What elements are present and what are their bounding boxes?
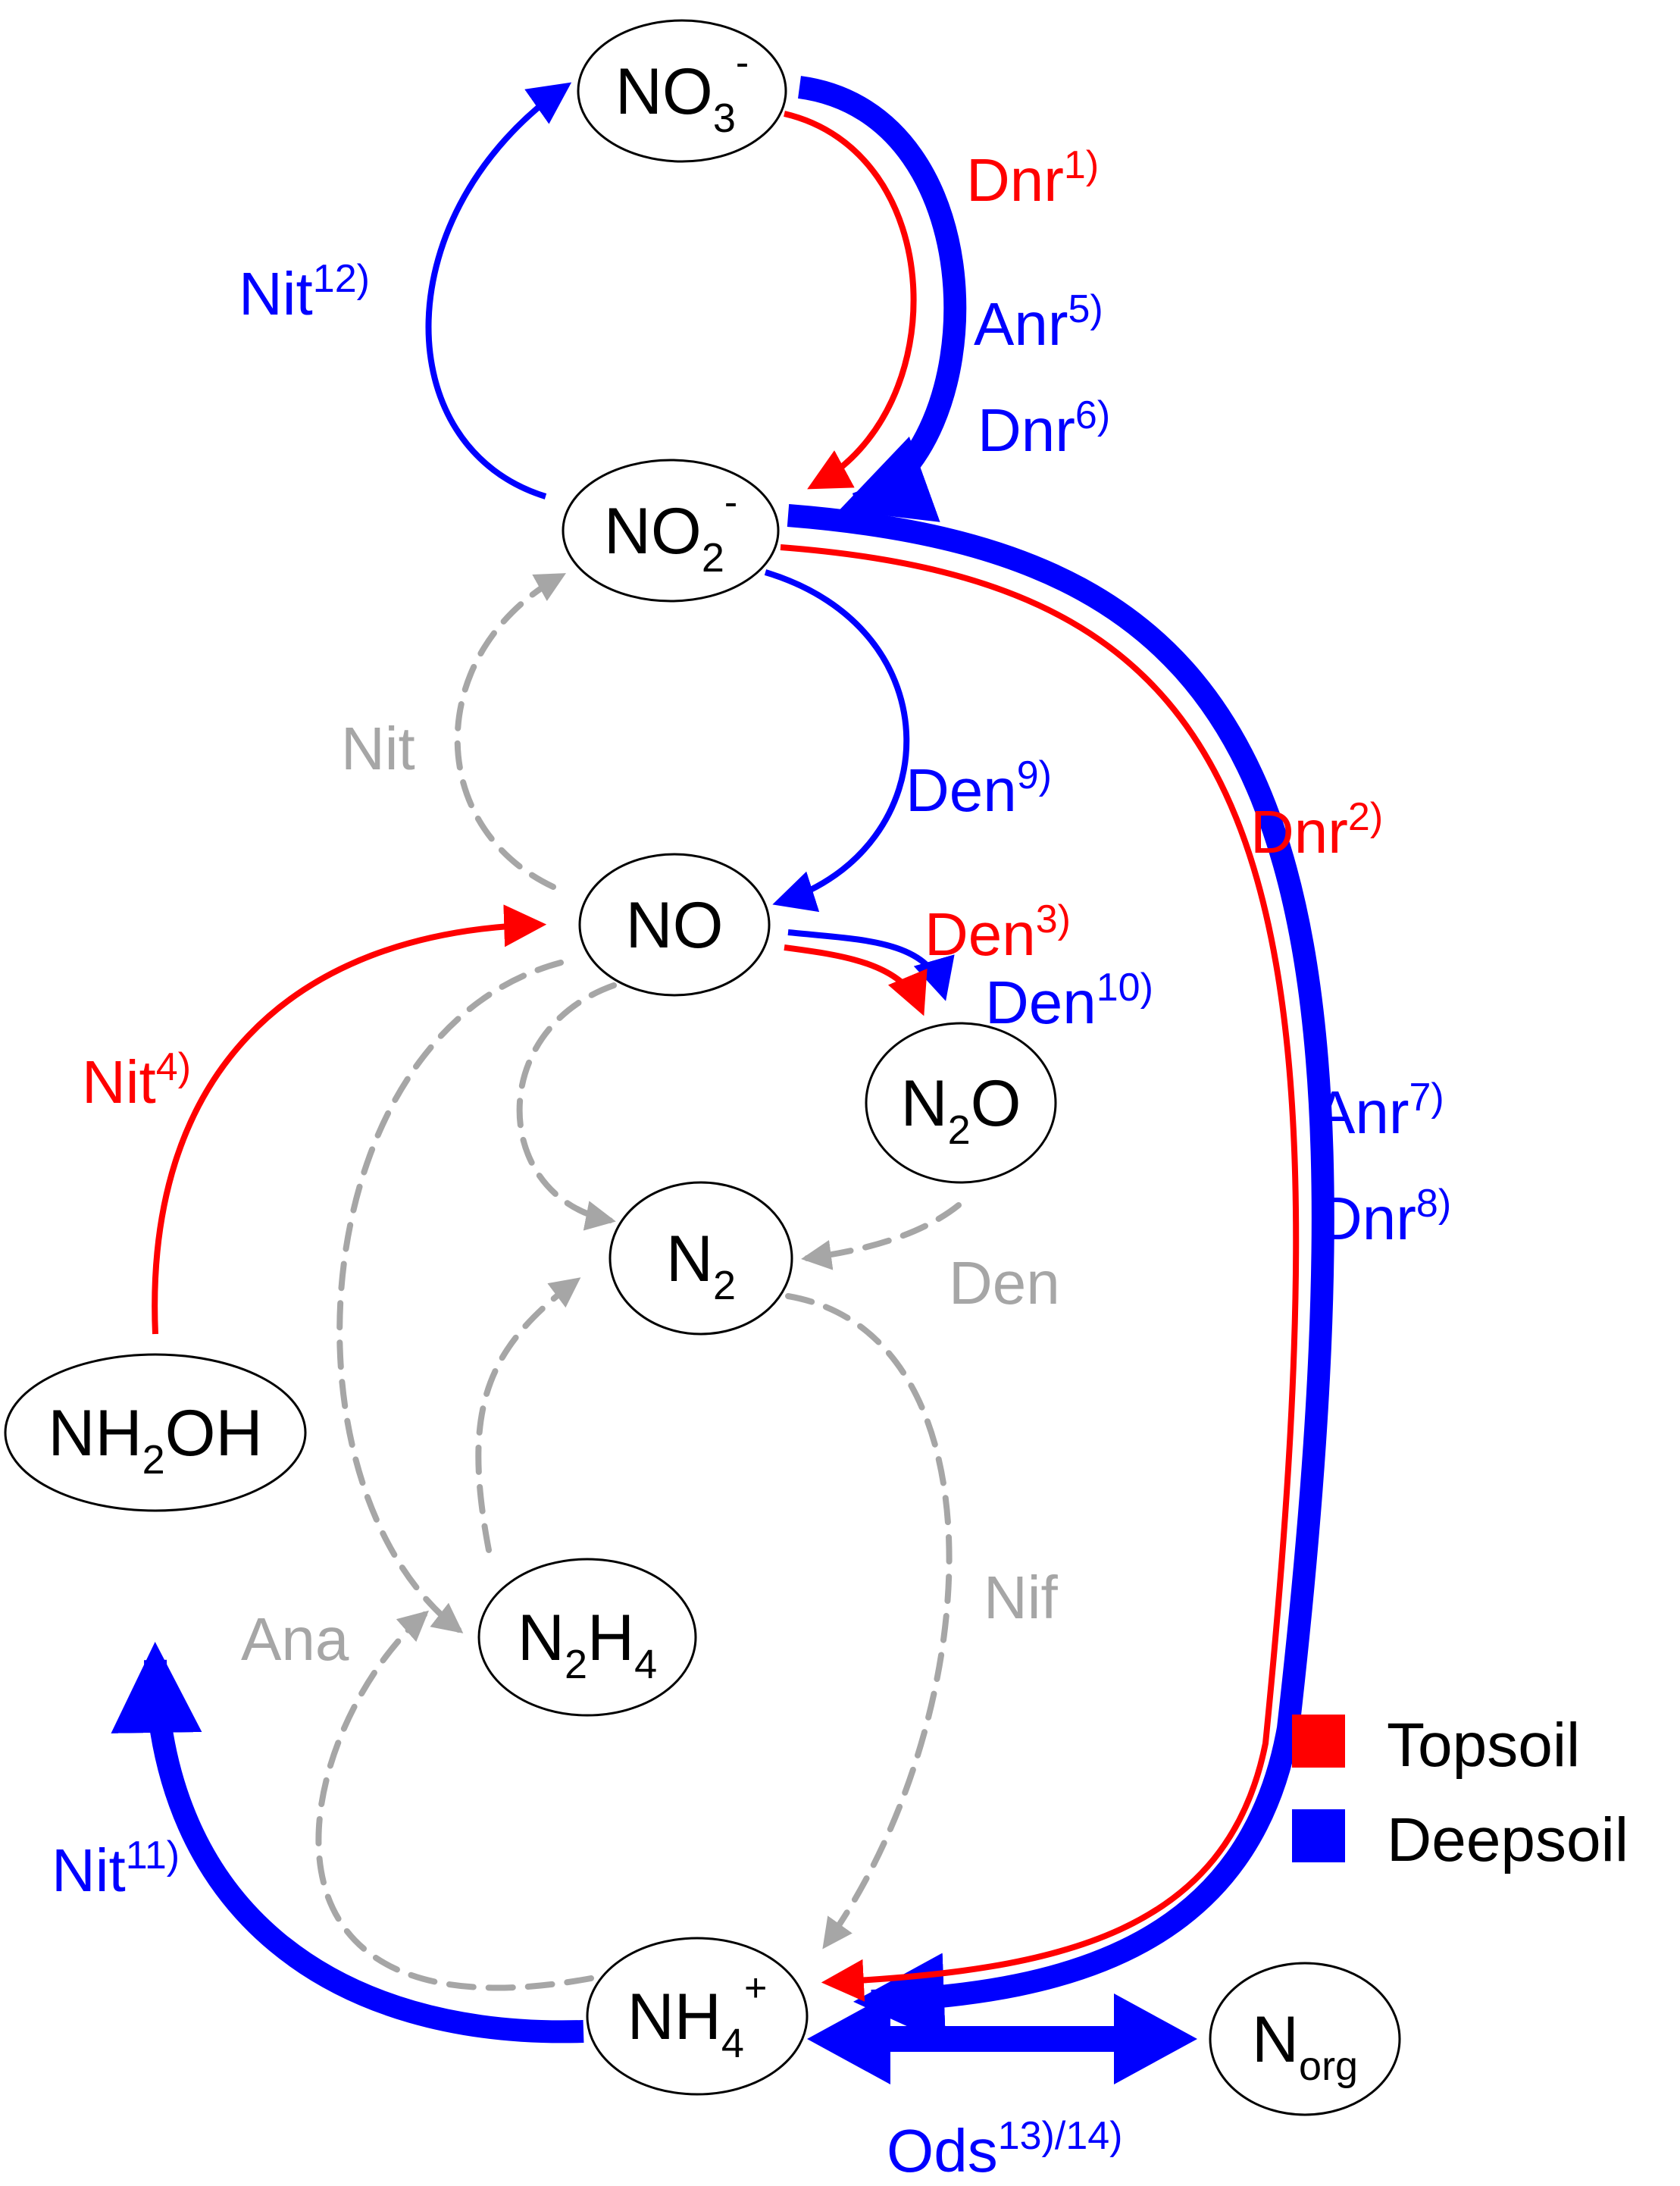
node-norg: Norg (1209, 1962, 1401, 2116)
arrow-nit11-nh4-to-nh2oh (111, 1642, 584, 2044)
arrow-den-n2o-to-n2 (801, 1202, 962, 1270)
label-anr5: Anr5) (974, 287, 1103, 358)
topsoil-pathways (152, 111, 1300, 2002)
svg-text:NH4+: NH4+ (627, 1966, 768, 2066)
legend: Topsoil Deepsoil (1292, 1711, 1628, 1874)
arrow-anr7-dnr8-no2-to-nh4 (787, 504, 1334, 2044)
legend-label-topsoil: Topsoil (1387, 1711, 1580, 1780)
arrow-no-to-n2 (516, 982, 617, 1231)
svg-text:N2: N2 (666, 1223, 736, 1308)
node-norg-sub: org (1299, 2044, 1358, 2089)
arrow-den3-no-to-n2o (784, 944, 928, 1016)
label-dnr6: Dnr6) (978, 393, 1110, 464)
node-n2o-pre: N (900, 1067, 947, 1140)
node-n2h4-pre: N (518, 1602, 565, 1674)
node-n2h4-mid: H (587, 1602, 634, 1674)
label-nit12: Nit12) (239, 257, 370, 327)
legend-swatch-deepsoil (1292, 1809, 1345, 1862)
svg-text:Norg: Norg (1252, 2003, 1358, 2089)
node-n2h4-sub2: 4 (634, 1642, 657, 1687)
node-no3-sup: - (736, 41, 749, 85)
node-no: NO (578, 853, 771, 997)
svg-text:N2O: N2O (900, 1067, 1021, 1153)
label-dnr8: Dnr8) (1319, 1182, 1451, 1252)
arrow-nit-gray-no-to-no2 (454, 573, 566, 890)
label-nit4: Nit4) (82, 1045, 191, 1116)
node-n2h4: N2H4 (477, 1558, 697, 1717)
node-no3-sub: 3 (713, 96, 736, 141)
node-nh4-base: NH (627, 1981, 721, 2053)
node-n2o-post: O (971, 1067, 1021, 1140)
node-nh4: NH4+ (586, 1937, 809, 2096)
arrow-nit4-nh2oh-to-no (152, 904, 547, 1335)
label-ods: Ods13)/14) (887, 2114, 1122, 2184)
label-dnr1: Dnr1) (966, 143, 1099, 214)
arrow-anr5-dnr6-no3-to-no2 (798, 76, 967, 522)
arrow-no-to-n2h4 (336, 960, 564, 1633)
node-n2h4-sub: 2 (565, 1642, 587, 1687)
label-den3: Den3) (924, 897, 1071, 968)
arrow-dnr1-no3-to-no2 (784, 111, 917, 490)
arrow-n2h4-to-n2 (475, 1277, 581, 1553)
node-n2o-sub: 2 (948, 1107, 971, 1153)
label-den-gray: Den (949, 1249, 1060, 1317)
node-nh4-sub: 4 (721, 2021, 744, 2066)
node-no2-base: NO (604, 495, 702, 568)
node-no2-sub: 2 (702, 535, 724, 581)
legend-swatch-topsoil (1292, 1715, 1345, 1768)
arrow-den9-no2-to-no (764, 569, 910, 913)
arrow-dnr2-no2-to-nh4 (780, 544, 1300, 2002)
svg-text:NO3-: NO3- (615, 41, 749, 141)
node-n2: N2 (608, 1181, 793, 1336)
node-nh2oh-sub: 2 (142, 1437, 165, 1483)
label-den9: Den9) (906, 753, 1052, 824)
node-nh2oh-pre: NH (48, 1397, 142, 1470)
node-nh2oh: NH2OH (4, 1353, 307, 1512)
node-n2o: N2O (865, 1022, 1057, 1184)
node-no3: NO3- (577, 19, 787, 163)
node-no2-sup: - (724, 481, 737, 525)
label-den10: Den10) (985, 966, 1153, 1036)
gray-pathways (315, 573, 962, 1991)
arrow-den10-no-to-n2o (787, 929, 955, 1001)
node-no2: NO2- (562, 459, 780, 603)
pathway-labels: Dnr1) Anr5) Dnr6) Nit12) Nit Den9) Dnr2)… (52, 143, 1451, 2184)
label-anr7: Anr7) (1315, 1076, 1444, 1146)
arrow-nif-n2-to-nh4 (785, 1293, 953, 1950)
arrow-ana-nh4-to-n2h4 (315, 1610, 594, 1991)
arrow-nit12-no2-to-no3 (425, 82, 572, 500)
label-nit11: Nit11) (52, 1834, 180, 1904)
node-no3-base: NO (615, 55, 713, 128)
label-nif-gray: Nif (984, 1564, 1059, 1631)
node-n2-pre: N (666, 1223, 713, 1295)
svg-text:N2H4: N2H4 (518, 1602, 657, 1687)
label-ana-gray: Ana (241, 1605, 349, 1673)
node-norg-pre: N (1252, 2003, 1299, 2076)
node-no-label: NO (626, 889, 724, 962)
label-nit-gray: Nit (341, 715, 415, 782)
node-nh4-sup: + (744, 1966, 767, 2010)
label-dnr2: Dnr2) (1250, 795, 1383, 866)
deepsoil-pathways (111, 76, 1334, 2084)
svg-text:NO2-: NO2- (604, 481, 737, 581)
node-n2-sub: 2 (713, 1263, 736, 1308)
svg-text:NH2OH: NH2OH (48, 1397, 262, 1483)
arrow-ods-nh4-norg (807, 1993, 1197, 2084)
legend-label-deepsoil: Deepsoil (1387, 1805, 1628, 1874)
node-nh2oh-post: OH (165, 1397, 263, 1470)
